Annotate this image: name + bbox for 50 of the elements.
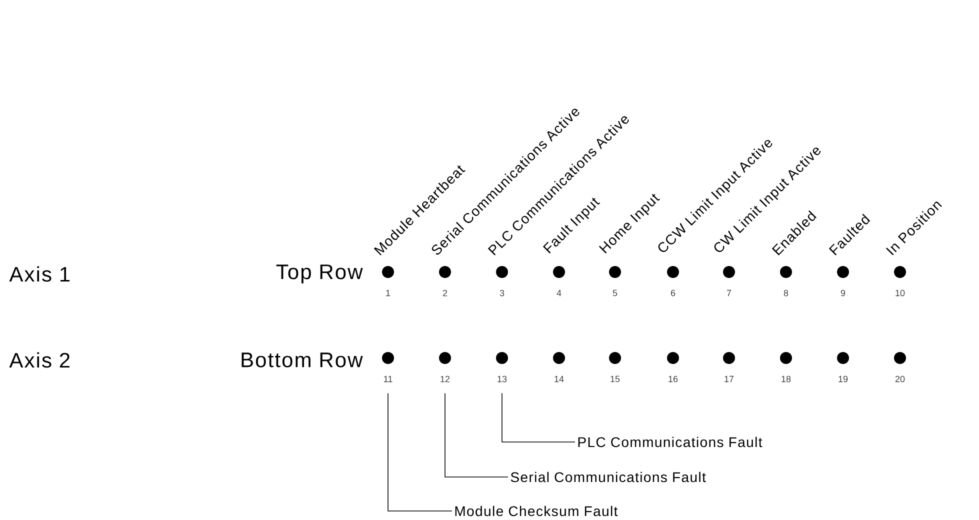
fault-label: Serial Communications Fault: [510, 472, 706, 482]
indicator-dot: [837, 266, 849, 278]
indicator-dot: [894, 266, 906, 278]
indicator-dot: [553, 266, 565, 278]
dot-number: 20: [895, 376, 905, 382]
indicator-dot: [780, 266, 792, 278]
dot-number: 16: [668, 376, 678, 382]
dot-number: 18: [782, 376, 791, 382]
dot-number: 12: [440, 376, 450, 382]
axis-label: Axis 1: [9, 266, 70, 282]
fault-label: Module Checksum Fault: [455, 506, 618, 516]
dot-number: 13: [498, 376, 507, 382]
indicator-dot: [382, 266, 394, 278]
dot-number: 14: [554, 376, 564, 382]
dot-number: 8: [784, 290, 788, 296]
dot-number: 7: [726, 290, 732, 296]
indicator-dot: [894, 352, 906, 364]
dot-number: 17: [724, 376, 734, 382]
fault-label: PLC Communications Fault: [578, 436, 762, 448]
dot-number: 11: [384, 376, 392, 382]
indicator-dot: [496, 352, 508, 364]
dot-number: 2: [442, 290, 448, 296]
indicator-dot: [553, 352, 565, 364]
leader-line: [502, 392, 576, 442]
row-label: Top Row: [276, 264, 363, 284]
indicator-dot: [609, 352, 621, 364]
row-label: Bottom Row: [242, 352, 363, 368]
dot-number: 5: [612, 290, 618, 296]
indicator-dot: [667, 352, 679, 364]
axis-label: Axis 2: [9, 352, 70, 368]
dot-number: 9: [840, 290, 846, 296]
leader-line: [388, 392, 452, 512]
indicator-dot: [723, 266, 735, 278]
indicator-dot: [837, 352, 849, 364]
indicator-dot: [382, 352, 394, 364]
dot-number: 1: [386, 290, 390, 296]
dot-number: 3: [500, 290, 504, 296]
indicator-dot: [439, 266, 451, 278]
indicator-dot: [723, 352, 735, 364]
indicator-dot: [439, 352, 451, 364]
dot-number: 4: [556, 290, 562, 296]
indicator-dot: [780, 352, 792, 364]
dot-number: 15: [610, 376, 620, 382]
indicator-dot: [609, 266, 621, 278]
indicator-dot: [496, 266, 508, 278]
dot-number: 6: [670, 290, 676, 296]
indicator-dot: [667, 266, 679, 278]
dot-number: 10: [896, 290, 905, 296]
dot-number: 19: [838, 376, 848, 382]
leader-line: [444, 392, 508, 478]
